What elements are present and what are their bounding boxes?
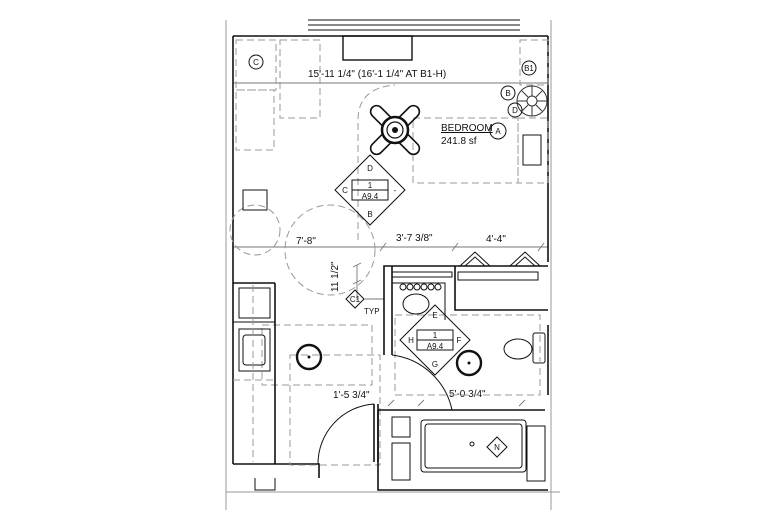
- vanity-lights-icon: [399, 283, 442, 291]
- sink-icon: [242, 334, 266, 366]
- furniture-outlines: [229, 39, 549, 466]
- room-name: BEDROOM: [441, 123, 493, 134]
- svg-text:H: H: [408, 336, 414, 345]
- tag-b: B: [500, 85, 516, 101]
- svg-text:A9.4: A9.4: [427, 342, 444, 351]
- svg-text:F: F: [457, 336, 462, 345]
- svg-text:D: D: [512, 106, 518, 115]
- svg-text:G: G: [432, 360, 438, 369]
- dimension-bath-left: 1'-5 3/4": [333, 390, 370, 401]
- svg-text:-: -: [394, 186, 397, 195]
- svg-text:C: C: [342, 186, 348, 195]
- svg-text:1: 1: [368, 181, 373, 190]
- tag-a: A: [489, 122, 507, 140]
- dimension-vertical: 11 1/2": [330, 261, 341, 292]
- svg-text:N: N: [494, 443, 500, 452]
- kitchen-counter: [233, 282, 276, 464]
- svg-text:E: E: [432, 311, 437, 320]
- dimension-overall-width: 15'-11 1/4" (16'-1 1/4" AT B1-H): [308, 69, 446, 80]
- column-right: [455, 349, 483, 377]
- svg-text:A9.4: A9.4: [362, 192, 379, 201]
- svg-text:TYP: TYP: [364, 307, 380, 316]
- toilet-icon: [503, 338, 533, 360]
- svg-text:C: C: [253, 58, 259, 67]
- tag-c1-typ: C1 TYP: [345, 289, 384, 316]
- svg-text:C1: C1: [350, 295, 361, 304]
- dimension-mid-span: 3'-7 3/8": [396, 233, 433, 244]
- header-beam: [342, 35, 413, 61]
- svg-text:B: B: [367, 210, 372, 219]
- tag-b1: B1: [521, 60, 537, 76]
- bathroom: [377, 251, 549, 491]
- svg-text:B1: B1: [524, 64, 534, 73]
- svg-text:A: A: [495, 127, 501, 136]
- exterior-walls: [232, 19, 549, 491]
- tag-c: C: [248, 54, 264, 70]
- section-marker-2: E H F G 1 A9.4: [399, 304, 471, 376]
- tag-n: N: [486, 436, 508, 458]
- bathtub-icon: [420, 419, 527, 473]
- column-left: [295, 343, 323, 371]
- dimension-right-span: 4'-4": [486, 234, 506, 245]
- svg-text:D: D: [367, 164, 373, 173]
- lavatory-icon: [402, 293, 430, 315]
- room-area: 241.8 sf: [441, 136, 477, 147]
- door-swing: [391, 354, 453, 411]
- dimension-left-span: 7'-8": [296, 236, 316, 247]
- fan-coil-icon: [516, 85, 548, 117]
- section-marker-1: D C - B 1 A9.4: [334, 154, 406, 226]
- tag-d: D: [507, 102, 523, 118]
- entry-door: [317, 403, 379, 465]
- dimension-ticks: [352, 242, 545, 407]
- ceiling-fan-icon: [369, 104, 421, 156]
- svg-text:B: B: [505, 89, 510, 98]
- svg-text:1: 1: [433, 331, 438, 340]
